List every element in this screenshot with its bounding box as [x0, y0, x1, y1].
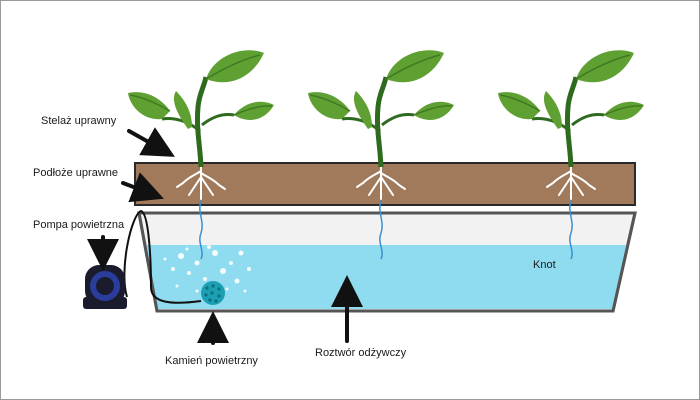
plant-icon: [128, 50, 274, 167]
nutrient-solution-water: [143, 245, 629, 309]
label-wick: Knot: [533, 259, 556, 271]
arrow-icon: [121, 172, 164, 203]
air-tube: [123, 209, 202, 304]
plant-icon: [308, 50, 454, 167]
air-pump-icon: [83, 265, 127, 309]
air-stone-icon: [201, 281, 225, 305]
wicks: [199, 200, 573, 260]
label-growing-medium: Podłoże uprawne: [33, 167, 119, 179]
plant-icon: [498, 50, 644, 167]
label-nutrient-solution: Roztwór odżywczy: [315, 347, 407, 359]
air-bubbles: [163, 245, 251, 293]
label-air-stone: Kamień powietrzny: [165, 355, 258, 367]
label-air-pump: Pompa powietrzna: [33, 219, 125, 231]
label-growing-frame: Stelaż uprawny: [41, 115, 117, 127]
arrow-icon: [127, 127, 175, 157]
